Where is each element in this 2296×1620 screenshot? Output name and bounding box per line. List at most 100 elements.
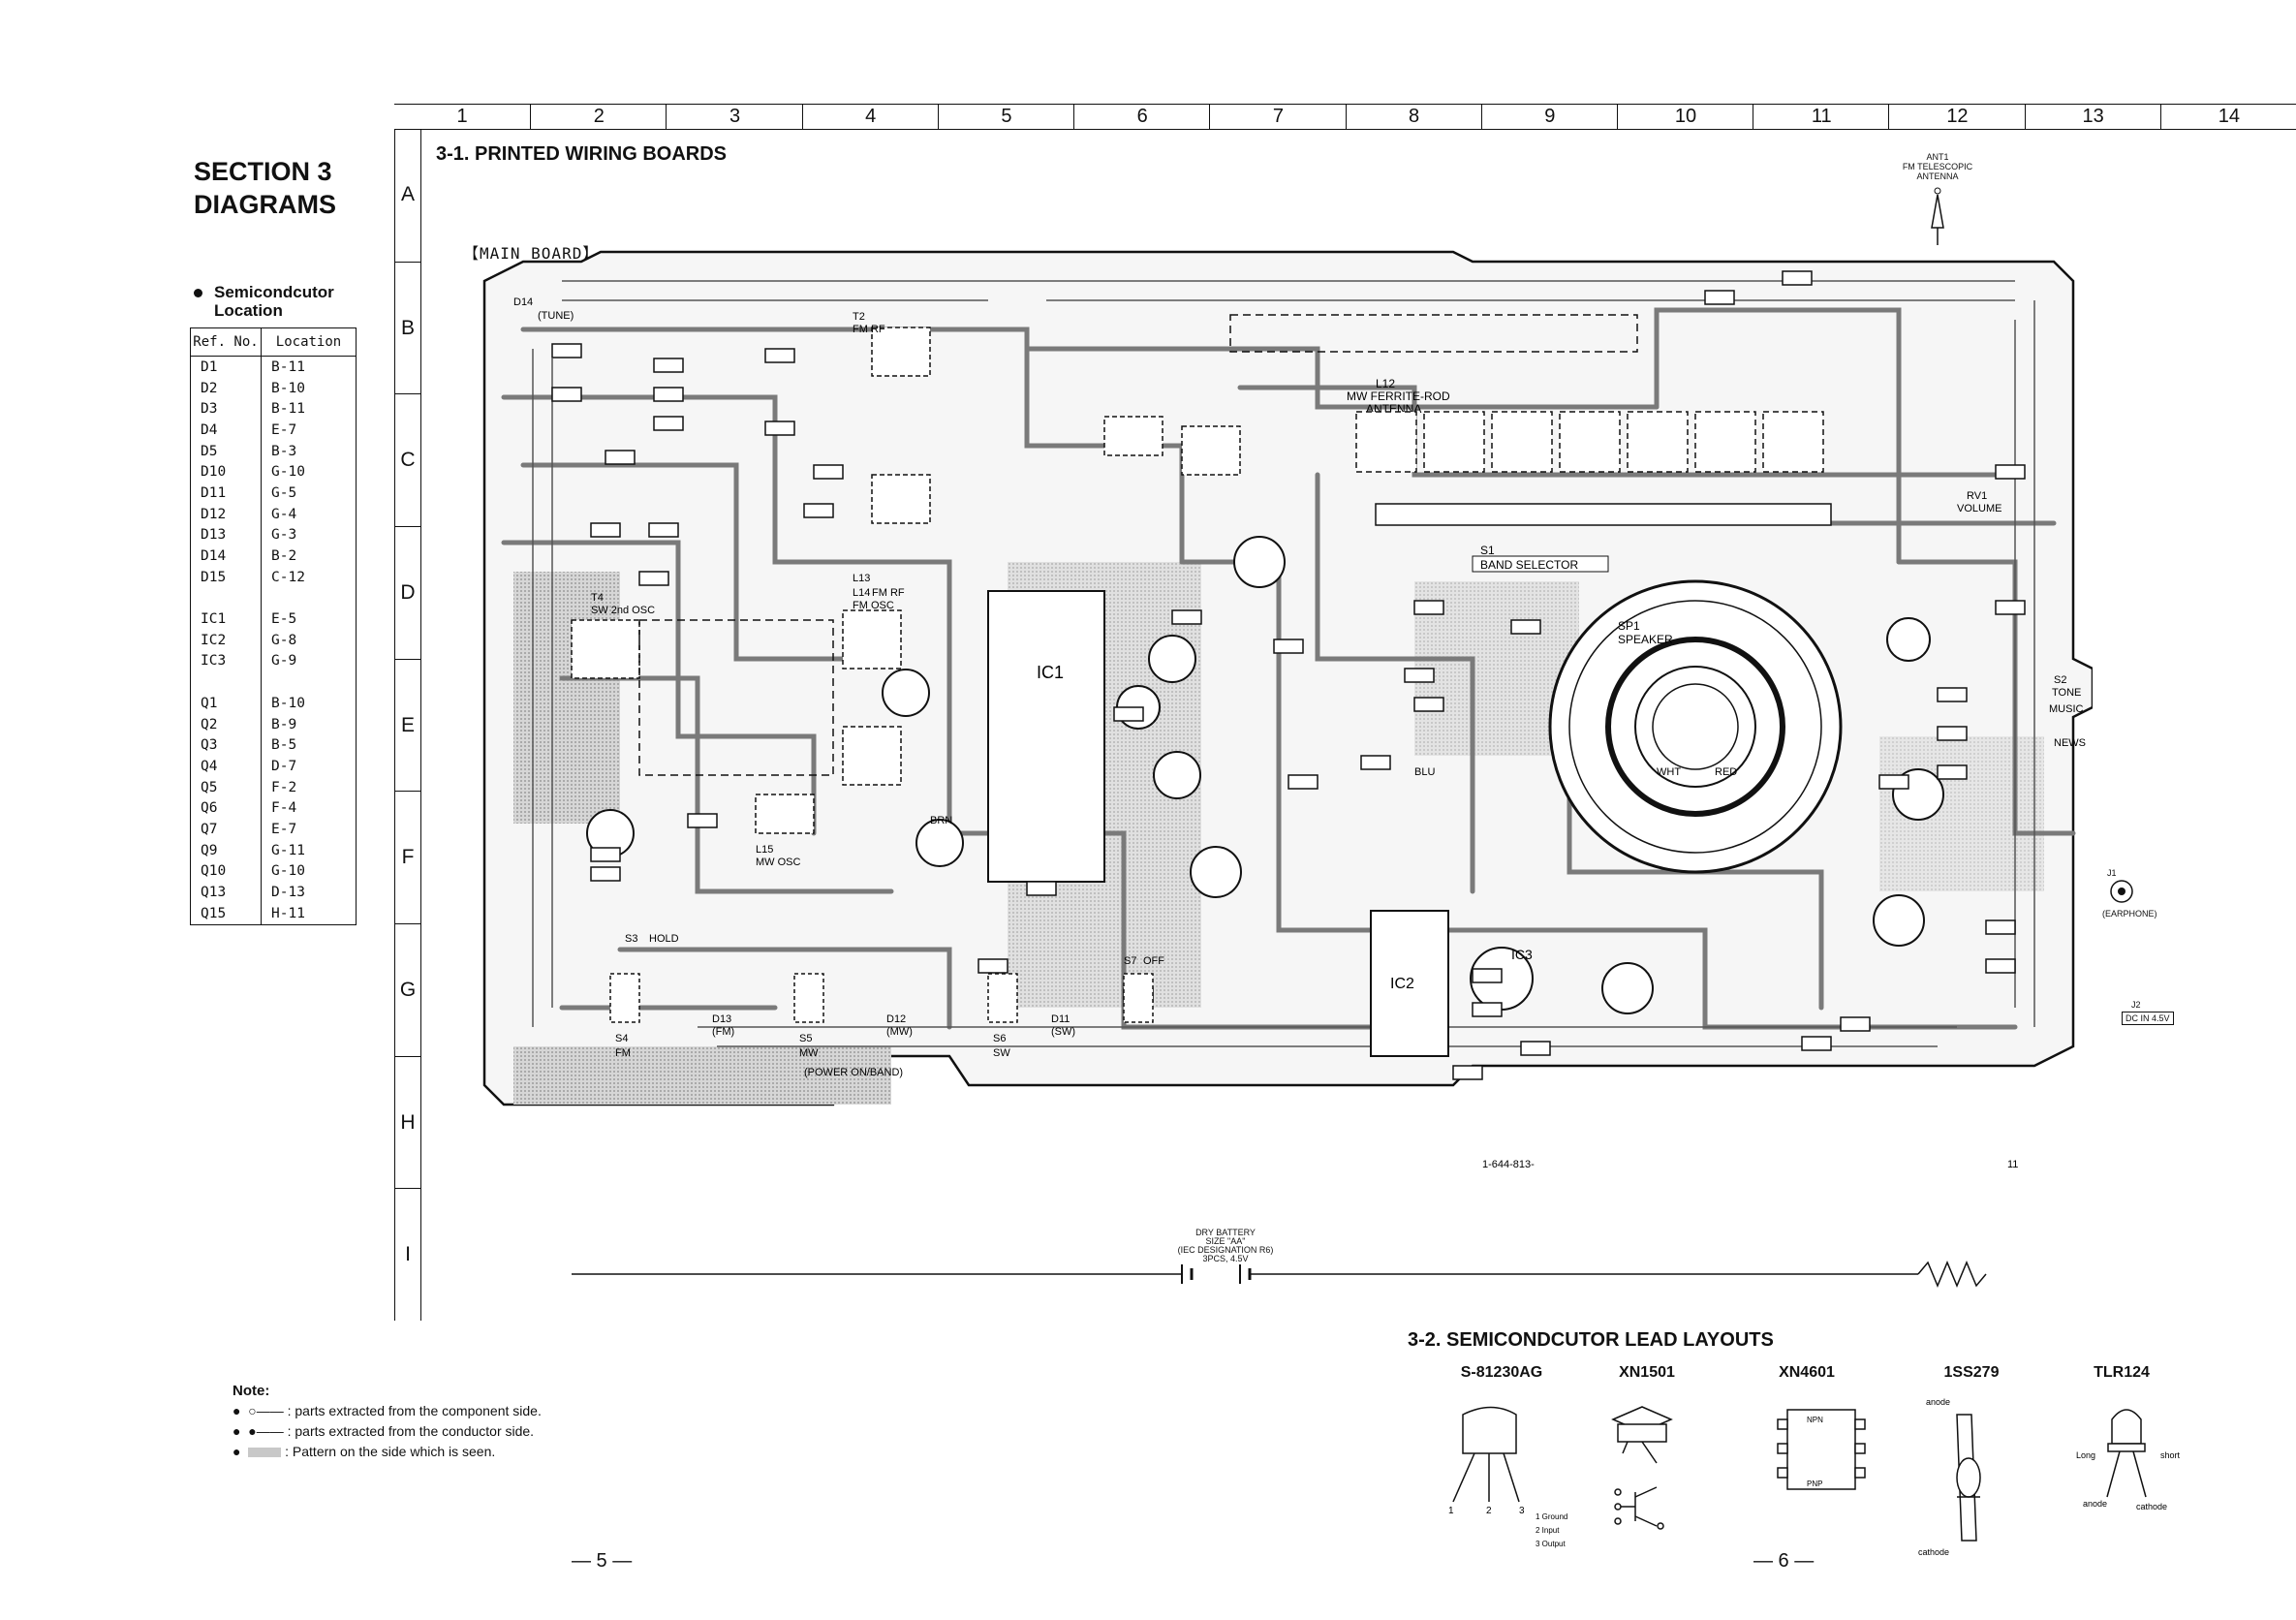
section-name: DIAGRAMS (194, 190, 336, 219)
ic2-body (1370, 910, 1449, 1057)
location-cell: G-10 (271, 464, 305, 481)
location-row (190, 671, 357, 693)
ref-cell: Q3 (190, 734, 262, 757)
svg-text:SW 2nd OSC: SW 2nd OSC (591, 605, 655, 616)
svg-text:OFF: OFF (1143, 955, 1164, 967)
svg-text:VOLUME: VOLUME (1957, 503, 2001, 514)
svg-text:S5: S5 (799, 1033, 812, 1044)
grid-row-label: I (395, 1188, 420, 1322)
location-cell: B-3 (271, 443, 297, 459)
xn1501-package (1611, 1406, 1673, 1530)
ref-cell: D12 (190, 503, 262, 525)
ref-cell: D14 (190, 545, 262, 567)
svg-text:L15: L15 (756, 844, 773, 856)
pkg-xn4601: XN4601 (1779, 1364, 1835, 1381)
svg-text:(SW): (SW) (1051, 1026, 1075, 1038)
location-cell: B-11 (271, 401, 305, 418)
page-number-right: — 6 — (1753, 1550, 1815, 1572)
ref-cell: IC1 (190, 608, 262, 630)
grid-column-label: 13 (2024, 104, 2161, 129)
pattern-area (513, 1046, 891, 1105)
ref-cell: D5 (190, 440, 262, 462)
ref-cell: D3 (190, 398, 262, 421)
location-cell: B-11 (271, 358, 305, 375)
svg-text:anode: anode (2083, 1499, 2107, 1509)
svg-text:SP1: SP1 (1618, 619, 1640, 633)
filled-circle-icon: ●—— (248, 1423, 284, 1439)
ref-cell: Q10 (190, 860, 262, 883)
ref-cell: Q9 (190, 839, 262, 861)
ic1-label: IC1 (1037, 663, 1064, 682)
ref-cell: D11 (190, 483, 262, 504)
board-number: 1-644-813- (1482, 1159, 1535, 1170)
svg-text:D14: D14 (513, 296, 533, 308)
svg-text:WHT: WHT (1657, 766, 1681, 778)
col-header-ref: Ref. No. (190, 327, 262, 357)
grid-column-label: 8 (1345, 104, 1482, 129)
ref-cell: Q4 (190, 756, 262, 777)
svg-text:2: 2 (1486, 1506, 1492, 1516)
svg-text:cathode: cathode (2136, 1502, 2167, 1511)
svg-text:T4: T4 (591, 592, 604, 604)
svg-text:(FM): (FM) (712, 1026, 734, 1038)
location-row (190, 587, 357, 609)
svg-text:TONE: TONE (2052, 687, 2081, 699)
svg-text:S2: S2 (2054, 674, 2066, 686)
grid-column-label: 9 (1480, 104, 1618, 129)
ref-cell: D15 (190, 566, 262, 588)
svg-text:FM RF: FM RF (872, 587, 905, 599)
grid-column-label: 4 (801, 104, 939, 129)
svg-text:1: 1 (1448, 1506, 1454, 1516)
location-cell: G-8 (271, 632, 297, 648)
svg-text:FM RF: FM RF (853, 324, 885, 335)
ref-cell: D10 (190, 461, 262, 483)
svg-text:(POWER ON/BAND): (POWER ON/BAND) (804, 1067, 903, 1078)
grid-row-label: G (395, 923, 420, 1057)
grid-column-label: 6 (1073, 104, 1210, 129)
grid-column-label: 12 (1888, 104, 2025, 129)
svg-text:BRN: BRN (930, 815, 952, 826)
ic1-body (987, 590, 1105, 883)
led-package (2106, 1409, 2147, 1498)
ref-cell: D4 (190, 420, 262, 441)
location-cell: B-10 (271, 380, 305, 396)
svg-text:cathode: cathode (1918, 1547, 1949, 1557)
svg-text:MW OSC: MW OSC (756, 857, 800, 868)
svg-text:S3: S3 (625, 933, 637, 945)
main-board-label: 【MAIN BOARD】 (463, 244, 600, 263)
location-cell (262, 671, 357, 693)
ref-cell (190, 587, 262, 609)
pkg-1ss279: 1SS279 (1943, 1364, 2000, 1381)
ref-cell: IC3 (190, 650, 262, 672)
grid-column-label: 14 (2159, 104, 2296, 129)
svg-text:D13: D13 (712, 1013, 731, 1025)
svg-text:NEWS: NEWS (2054, 737, 2086, 749)
ref-cell: Q7 (190, 819, 262, 840)
location-cell: F-4 (271, 800, 297, 817)
location-cell: G-10 (271, 863, 305, 880)
semiconductor-location-title: Semicondcutor Location (194, 283, 334, 320)
pkg-s81230ag: S-81230AG (1460, 1364, 1543, 1381)
svg-text:NPN: NPN (1807, 1416, 1823, 1424)
speaker: SP1 SPEAKER (1548, 579, 1843, 874)
svg-text:MW FERRITE-ROD: MW FERRITE-ROD (1347, 389, 1450, 403)
bottom-switches (609, 973, 1154, 1023)
ref-cell: Q13 (190, 882, 262, 903)
svg-text:T2: T2 (853, 311, 865, 323)
spring-icon (1917, 1261, 1987, 1288)
grid-column-label: 10 (1616, 104, 1753, 129)
svg-text:D11: D11 (1051, 1013, 1070, 1025)
